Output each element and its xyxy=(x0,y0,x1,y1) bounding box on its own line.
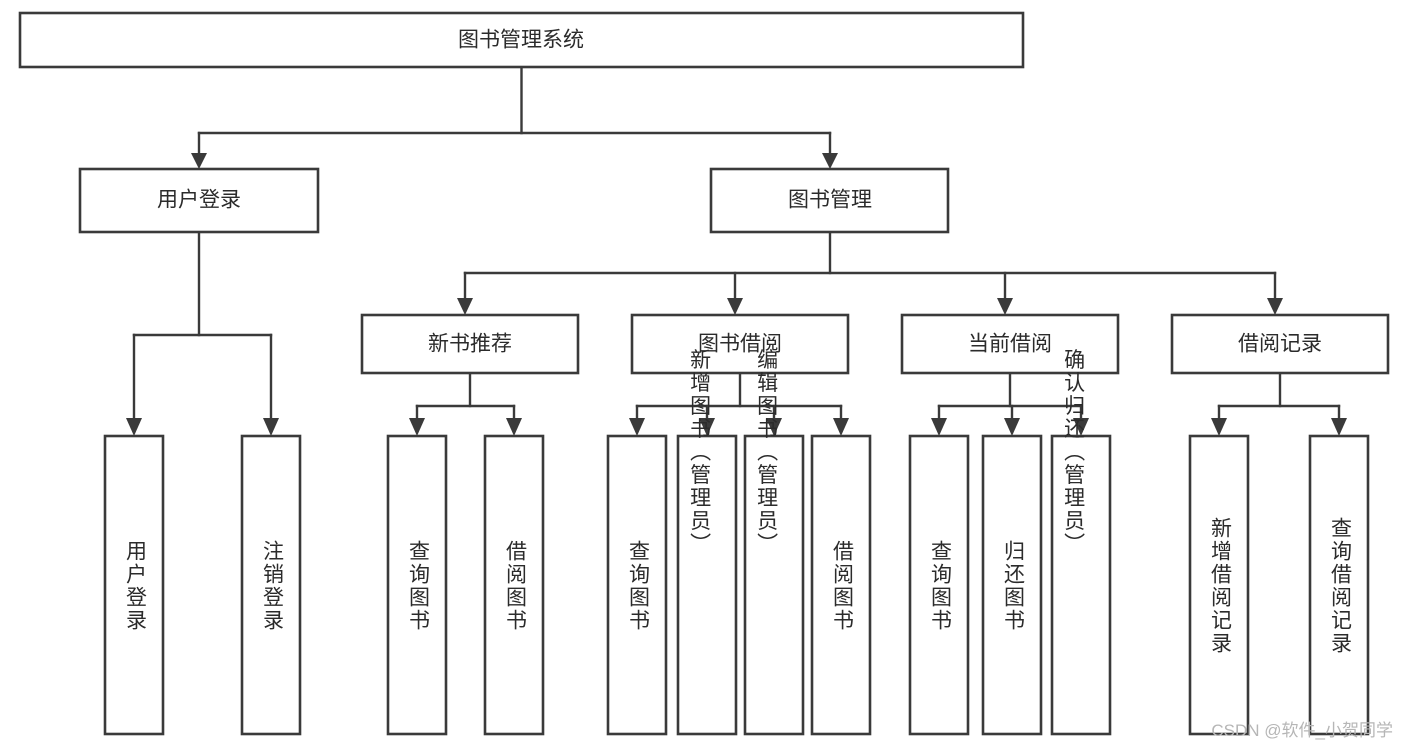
node-borrow-records[interactable]: 借阅记录 xyxy=(1170,313,1390,375)
leaf-borrow-book-2-box[interactable] xyxy=(810,434,872,736)
arrow-root-to-user-login xyxy=(191,153,207,169)
leaf-query-book-2[interactable]: 查询图书 xyxy=(606,434,668,736)
leaf-add-borrow-record-box[interactable] xyxy=(1188,434,1250,736)
node-current-borrow[interactable]: 当前借阅 xyxy=(900,313,1120,375)
arrow-current-leaf3 xyxy=(1073,418,1089,436)
leaf-confirm-return-admin[interactable]: 确认归还（管理员） xyxy=(1050,349,1112,736)
arrow-newbook-leaf2 xyxy=(506,418,522,436)
leaf-add-book-admin[interactable]: 新增图书（管理员） xyxy=(676,349,738,736)
leaf-query-borrow-record-label: 查询借阅记录 xyxy=(1328,517,1352,655)
leaf-add-book-admin-box[interactable] xyxy=(676,434,738,736)
borrow-records-label: 借阅记录 xyxy=(1238,333,1322,356)
leaf-user-login-box[interactable] xyxy=(103,434,165,736)
leaf-query-borrow-record-box[interactable] xyxy=(1308,434,1370,736)
leaf-borrow-book-1[interactable]: 借阅图书 xyxy=(483,434,545,736)
leaf-add-borrow-record[interactable]: 新增借阅记录 xyxy=(1188,434,1250,736)
node-book-borrow[interactable]: 图书借阅 xyxy=(630,313,850,375)
node-user-login[interactable]: 用户登录 xyxy=(78,167,320,234)
node-root-system[interactable]: 图书管理系统 xyxy=(18,11,1025,69)
leaf-edit-book-admin[interactable]: 编辑图书（管理员） xyxy=(743,349,805,736)
arrow-to-records xyxy=(1267,298,1283,315)
current-borrow-box[interactable] xyxy=(900,313,1120,375)
arrow-userlogin-leaf2 xyxy=(263,418,279,436)
book-management-box[interactable] xyxy=(709,167,950,234)
leaf-user-login[interactable]: 用户登录 xyxy=(103,434,165,736)
user-login-box[interactable] xyxy=(78,167,320,234)
leaf-logout-label: 注销登录 xyxy=(260,540,284,632)
root-box[interactable] xyxy=(18,11,1025,69)
user-login-label: 用户登录 xyxy=(157,189,241,212)
leaf-return-book[interactable]: 归还图书 xyxy=(981,434,1043,736)
book-borrow-box[interactable] xyxy=(630,313,850,375)
leaf-return-book-box[interactable] xyxy=(981,434,1043,736)
arrow-to-newbook xyxy=(457,298,473,315)
node-new-book-recommend[interactable]: 新书推荐 xyxy=(360,313,580,375)
leaf-query-book-3[interactable]: 查询图书 xyxy=(908,434,970,736)
arrow-current-leaf1 xyxy=(931,418,947,436)
new-book-recommend-label: 新书推荐 xyxy=(428,333,512,356)
leaf-query-book-1-box[interactable] xyxy=(386,434,448,736)
leaf-edit-book-admin-label: 编辑图书（管理员） xyxy=(755,349,779,556)
leaf-borrow-book-1-box[interactable] xyxy=(483,434,545,736)
arrow-borrow-leaf1 xyxy=(629,418,645,436)
leaf-borrow-book-2[interactable]: 借阅图书 xyxy=(810,434,872,736)
arrow-current-leaf2 xyxy=(1004,418,1020,436)
leaf-borrow-book-1-label: 借阅图书 xyxy=(503,540,527,632)
leaf-logout[interactable]: 注销登录 xyxy=(240,434,302,736)
leaf-query-book-2-label: 查询图书 xyxy=(626,540,650,632)
arrow-borrow-leaf3 xyxy=(766,418,782,436)
leaf-query-book-1-label: 查询图书 xyxy=(406,540,430,632)
arrow-records-leaf1 xyxy=(1211,418,1227,436)
arrow-records-leaf2 xyxy=(1331,418,1347,436)
arrow-borrow-leaf2 xyxy=(699,418,715,436)
leaf-query-book-3-label: 查询图书 xyxy=(928,540,952,632)
leaf-borrow-book-2-label: 借阅图书 xyxy=(830,540,854,632)
arrow-borrow-leaf4 xyxy=(833,418,849,436)
arrow-root-to-book-mgmt xyxy=(822,153,838,169)
arrow-to-current xyxy=(997,298,1013,315)
leaf-add-borrow-record-label: 新增借阅记录 xyxy=(1208,517,1232,655)
leaf-return-book-label: 归还图书 xyxy=(1001,540,1025,632)
connector-layer xyxy=(126,65,1347,436)
leaf-query-book-3-box[interactable] xyxy=(908,434,970,736)
arrow-newbook-leaf1 xyxy=(409,418,425,436)
leaf-add-book-admin-label: 新增图书（管理员） xyxy=(688,349,712,556)
borrow-records-box[interactable] xyxy=(1170,313,1390,375)
book-borrow-label: 图书借阅 xyxy=(698,333,782,356)
root-label: 图书管理系统 xyxy=(458,29,584,52)
arrow-userlogin-leaf1 xyxy=(126,418,142,436)
book-management-label: 图书管理 xyxy=(788,189,872,212)
leaf-query-book-1[interactable]: 查询图书 xyxy=(386,434,448,736)
leaf-confirm-return-admin-label: 确认归还（管理员） xyxy=(1062,349,1086,556)
leaf-logout-box[interactable] xyxy=(240,434,302,736)
leaf-query-borrow-record[interactable]: 查询借阅记录 xyxy=(1308,434,1370,736)
leaf-edit-book-admin-box[interactable] xyxy=(743,434,805,736)
leaf-confirm-return-admin-box[interactable] xyxy=(1050,434,1112,736)
leaf-query-book-2-box[interactable] xyxy=(606,434,668,736)
node-book-management[interactable]: 图书管理 xyxy=(709,167,950,234)
current-borrow-label: 当前借阅 xyxy=(968,333,1052,356)
new-book-recommend-box[interactable] xyxy=(360,313,580,375)
arrow-to-borrow xyxy=(727,298,743,315)
leaf-user-login-label: 用户登录 xyxy=(123,540,147,632)
